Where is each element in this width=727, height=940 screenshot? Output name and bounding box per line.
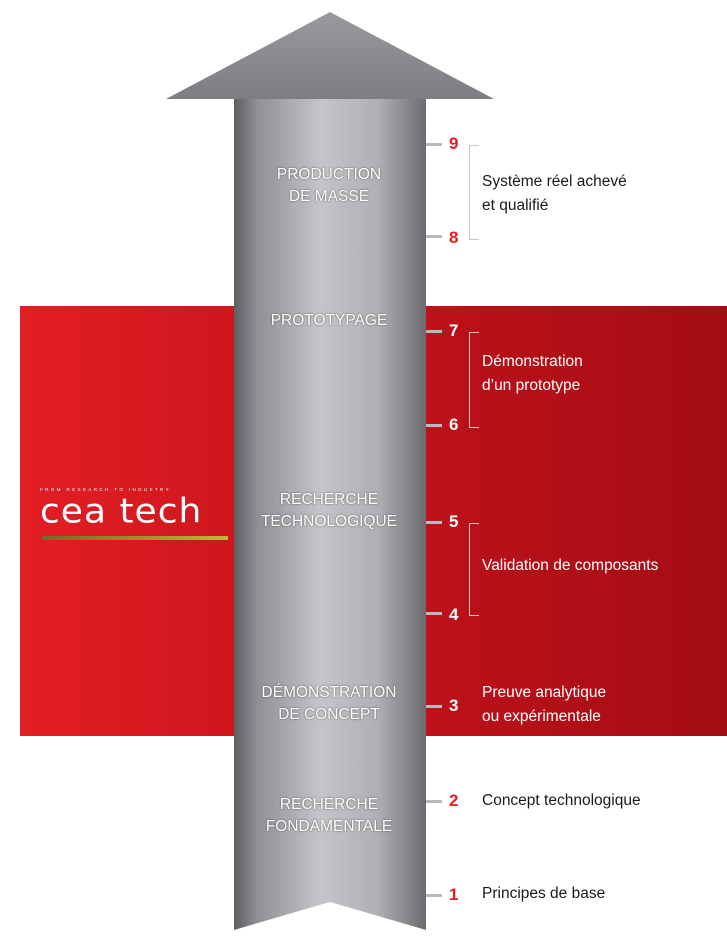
stage-line: PRODUCTION: [276, 166, 382, 183]
level-tick: [426, 612, 442, 615]
level-number-5: 5: [449, 512, 459, 531]
bracket-levels-9-8: [469, 145, 479, 240]
level-number-9: 9: [449, 134, 459, 153]
stage-line: DÉMONSTRATION: [261, 684, 397, 701]
description-preuve-analytique: Preuve analytique ou expérimentale: [482, 681, 606, 729]
stage-recherche-fondamentale: RECHERCHE FONDAMENTALE: [234, 794, 424, 838]
arrow-head: [166, 12, 494, 99]
logo-underline: [42, 536, 228, 540]
level-tick: [426, 235, 442, 238]
stage-line: TECHNOLOGIQUE: [260, 513, 398, 530]
stage-line: RECHERCHE: [279, 796, 379, 813]
stage-demonstration-de-concept: DÉMONSTRATION DE CONCEPT: [234, 682, 424, 726]
level-number-3: 3: [449, 696, 459, 715]
stage-line: PROTOTYPAGE: [270, 312, 388, 329]
description-line: Preuve analytique: [482, 684, 607, 701]
level-number-6: 6: [449, 415, 459, 434]
level-number-2: 2: [449, 791, 459, 810]
description-demonstration-prototype: Démonstration d’un prototype: [482, 350, 583, 398]
description-line: Système réel achevé: [482, 173, 627, 190]
level-tick: [426, 424, 442, 427]
description-systeme-reel: Système réel achevé et qualifié: [482, 170, 627, 218]
level-tick: [426, 894, 442, 897]
level-number-8: 8: [449, 228, 459, 247]
level-number-1: 1: [449, 885, 459, 904]
level-tick: [426, 800, 442, 803]
stage-recherche-technologique: RECHERCHE TECHNOLOGIQUE: [234, 489, 424, 533]
logo-tagline: FROM RESEARCH TO INDUSTRY: [40, 487, 172, 492]
level-number-4: 4: [449, 605, 459, 624]
bracket-levels-7-6: [469, 332, 479, 428]
description-line: ou expérimentale: [482, 708, 601, 725]
level-tick: [426, 330, 442, 333]
bracket-levels-5-4: [469, 523, 479, 616]
stage-line: DE CONCEPT: [278, 706, 380, 723]
description-line: Principes de base: [482, 885, 606, 902]
stage-production-de-masse: PRODUCTION DE MASSE: [234, 164, 424, 208]
description-concept-technologique: Concept technologique: [482, 789, 641, 813]
stage-line: RECHERCHE: [279, 491, 379, 508]
level-tick: [426, 705, 442, 708]
description-line: Validation de composants: [482, 557, 659, 574]
level-tick: [426, 143, 442, 146]
description-line: et qualifié: [482, 197, 549, 214]
logo-wordmark: cea tech: [40, 492, 203, 531]
description-line: Démonstration: [482, 353, 583, 370]
description-line: Concept technologique: [482, 792, 641, 809]
level-tick: [426, 521, 442, 524]
stage-line: DE MASSE: [288, 188, 370, 205]
description-principes-de-base: Principes de base: [482, 882, 605, 906]
arrow-shaft: [234, 99, 426, 930]
description-line: d’un prototype: [482, 377, 581, 394]
stage-prototypage: PROTOTYPAGE: [234, 310, 424, 332]
stage-line: FONDAMENTALE: [265, 818, 393, 835]
description-validation-composants: Validation de composants: [482, 554, 658, 578]
level-number-7: 7: [449, 321, 459, 340]
